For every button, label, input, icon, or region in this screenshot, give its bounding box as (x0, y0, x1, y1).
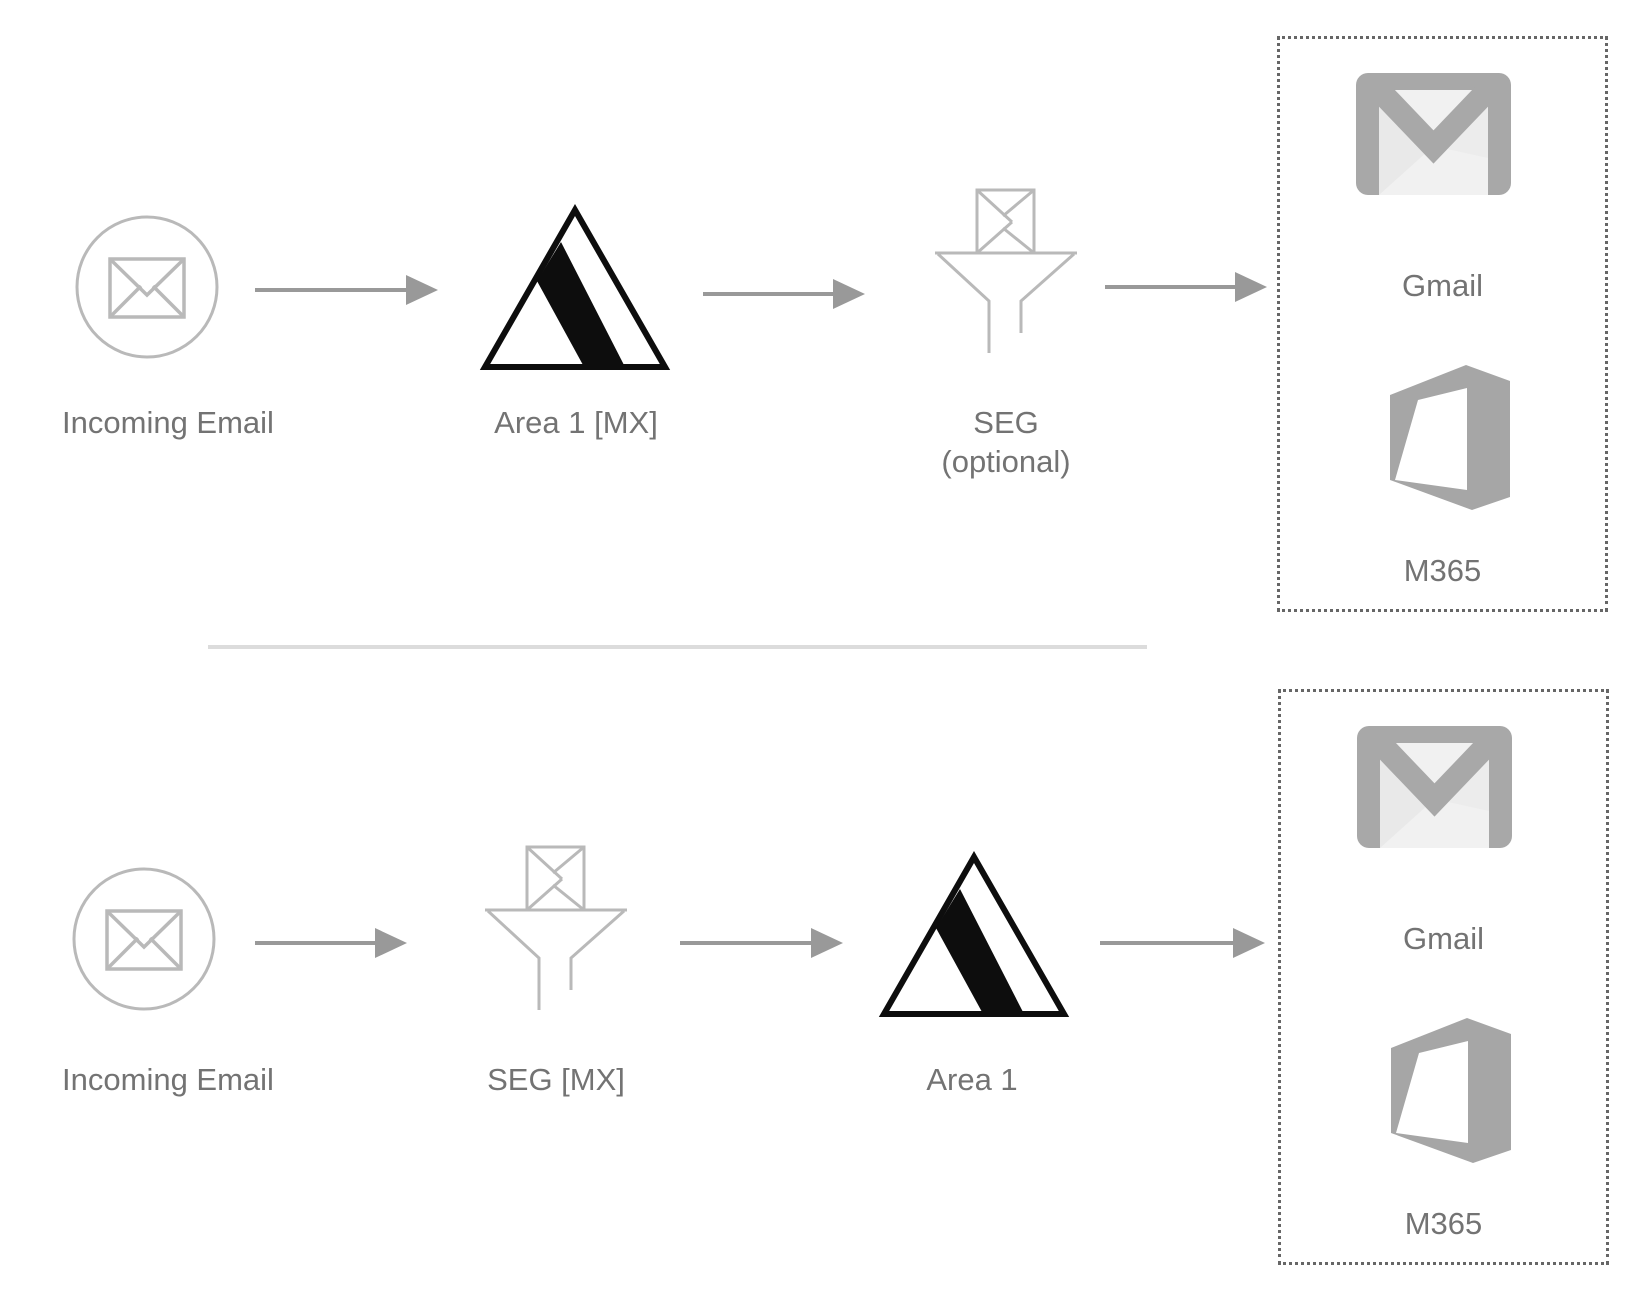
destinations-box-a: Gmail M365 (1277, 36, 1608, 612)
m365-icon (1391, 1018, 1511, 1163)
seg-label-a: SEG (optional) (856, 403, 1156, 481)
arrow-head-icon (1233, 928, 1265, 958)
seg-node-b (480, 842, 632, 1017)
m365-icon (1390, 365, 1510, 510)
triangle-logo-icon (878, 851, 1070, 1017)
gmail-label-b: Gmail (1403, 921, 1484, 956)
arrow-head-icon (833, 279, 865, 309)
area1-node-a (479, 204, 671, 373)
envelope-in-circle-icon (75, 215, 219, 359)
arrow-head-icon (811, 928, 843, 958)
mail-funnel-icon (485, 845, 627, 1010)
area1-label-a: Area 1 [MX] (494, 405, 658, 440)
arrow-shaft (703, 292, 837, 296)
scenario-divider (208, 645, 1147, 649)
seg-label-b: SEG [MX] (487, 1062, 625, 1097)
flow-arrow (1100, 928, 1265, 958)
destinations-box-b: Gmail M365 (1278, 689, 1609, 1265)
seg-node-a (930, 185, 1082, 360)
incoming-email-label-a: Incoming Email (62, 405, 274, 440)
arrow-head-icon (375, 928, 407, 958)
arrow-shaft (255, 941, 379, 945)
flow-arrow (680, 928, 843, 958)
seg-label-line1: SEG (973, 405, 1039, 440)
area1-label-b: Area 1 (926, 1062, 1018, 1097)
flow-arrow (255, 275, 438, 305)
seg-label-line2: (optional) (941, 444, 1071, 479)
arrow-head-icon (1235, 272, 1267, 302)
flow-arrow (1105, 272, 1267, 302)
arrow-shaft (1100, 941, 1237, 945)
area1-node-b (878, 851, 1070, 1020)
m365-label-b: M365 (1404, 1206, 1483, 1241)
arrow-shaft (1105, 285, 1239, 289)
flow-arrow (255, 928, 407, 958)
envelope-in-circle-icon (72, 867, 216, 1011)
arrow-shaft (255, 288, 410, 292)
arrow-head-icon (406, 275, 438, 305)
gmail-icon (1356, 73, 1511, 195)
gmail-icon (1357, 726, 1512, 848)
incoming-email-label-b: Incoming Email (62, 1062, 274, 1097)
incoming-email-icon (74, 214, 220, 360)
m365-label-a: M365 (1403, 553, 1482, 588)
arrow-shaft (680, 941, 815, 945)
triangle-logo-icon (479, 204, 671, 370)
mail-funnel-icon (935, 188, 1077, 353)
flow-arrow (703, 279, 865, 309)
gmail-label-a: Gmail (1402, 268, 1483, 303)
incoming-email-icon (71, 866, 217, 1012)
